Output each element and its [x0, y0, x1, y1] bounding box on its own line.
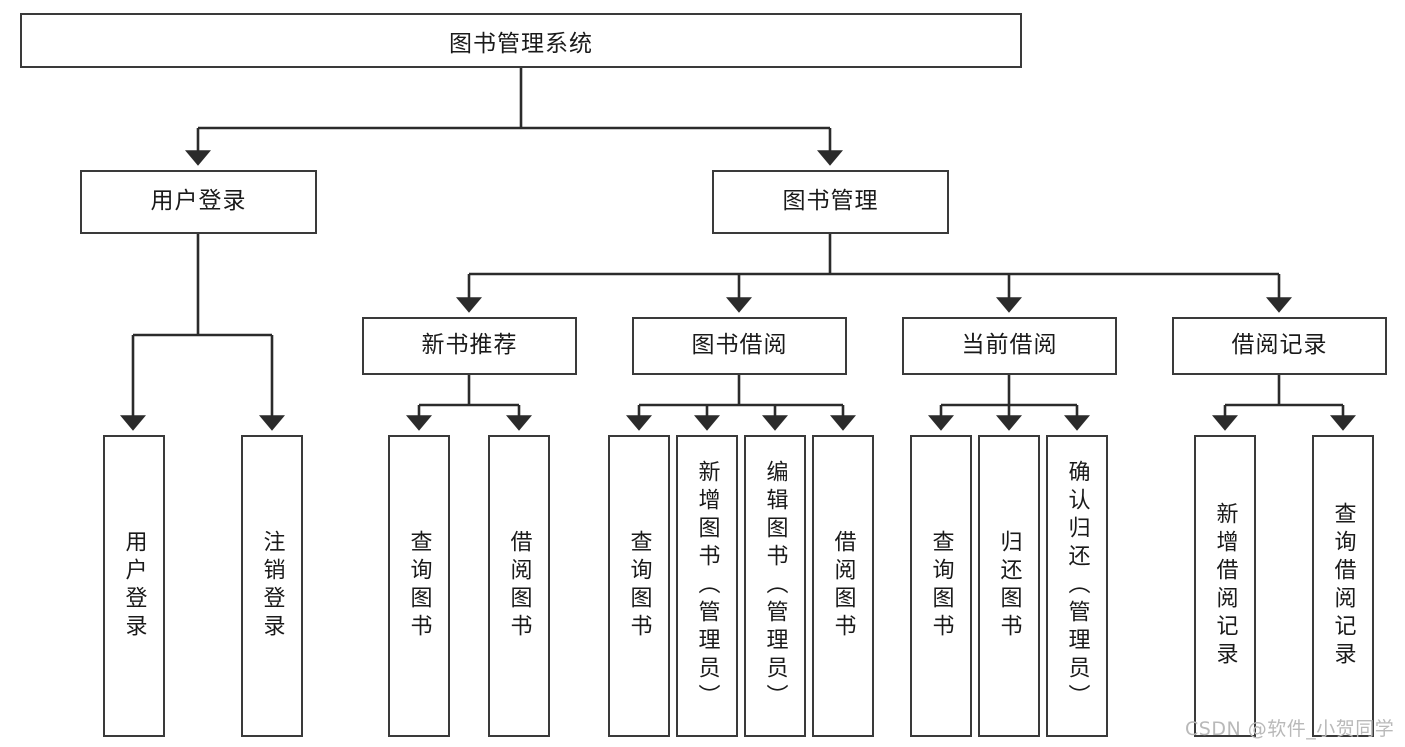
node-leaf-query-book-3-label: 查询图书: [928, 530, 954, 642]
node-leaf-query-book-1[interactable]: 查询图书: [388, 435, 450, 737]
node-leaf-query-book-2-label: 查询图书: [626, 530, 652, 642]
node-leaf-edit-book[interactable]: 编辑图书（管理员）: [744, 435, 806, 737]
node-leaf-return-book[interactable]: 归还图书: [978, 435, 1040, 737]
node-user-login-label: 用户登录: [150, 188, 247, 215]
node-book-manage-label: 图书管理: [782, 188, 879, 215]
node-leaf-add-record[interactable]: 新增借阅记录: [1194, 435, 1256, 737]
node-leaf-return-book-label: 归还图书: [996, 530, 1022, 642]
node-leaf-add-book[interactable]: 新增图书（管理员）: [676, 435, 738, 737]
watermark: CSDN @软件_小贺同学: [1185, 718, 1395, 740]
node-leaf-borrow-book-1[interactable]: 借阅图书: [488, 435, 550, 737]
node-leaf-borrow-book-2-label: 借阅图书: [830, 530, 856, 642]
node-leaf-user-logout[interactable]: 注销登录: [241, 435, 303, 737]
node-leaf-query-record[interactable]: 查询借阅记录: [1312, 435, 1374, 737]
node-book-manage[interactable]: 图书管理: [712, 170, 949, 234]
node-root-label: 图书管理系统: [449, 30, 593, 57]
node-leaf-user-login-label: 用户登录: [121, 530, 147, 642]
node-leaf-add-book-label: 新增图书（管理员）: [694, 460, 720, 712]
node-leaf-query-record-label: 查询借阅记录: [1330, 502, 1356, 670]
node-leaf-query-book-2[interactable]: 查询图书: [608, 435, 670, 737]
node-leaf-confirm-return[interactable]: 确认归还（管理员）: [1046, 435, 1108, 737]
node-new-book-recommend[interactable]: 新书推荐: [362, 317, 577, 375]
node-borrow-record[interactable]: 借阅记录: [1172, 317, 1387, 375]
node-user-login[interactable]: 用户登录: [80, 170, 317, 234]
node-leaf-borrow-book-1-label: 借阅图书: [506, 530, 532, 642]
node-leaf-query-book-1-label: 查询图书: [406, 530, 432, 642]
node-leaf-borrow-book-2[interactable]: 借阅图书: [812, 435, 874, 737]
node-book-borrow-label: 图书借阅: [691, 332, 788, 359]
node-leaf-add-record-label: 新增借阅记录: [1212, 502, 1238, 670]
node-leaf-query-book-3[interactable]: 查询图书: [910, 435, 972, 737]
node-root[interactable]: 图书管理系统: [20, 13, 1022, 68]
node-new-book-recommend-label: 新书推荐: [421, 332, 518, 359]
node-book-borrow[interactable]: 图书借阅: [632, 317, 847, 375]
node-borrow-record-label: 借阅记录: [1231, 332, 1328, 359]
node-leaf-user-login[interactable]: 用户登录: [103, 435, 165, 737]
node-leaf-confirm-return-label: 确认归还（管理员）: [1064, 460, 1090, 712]
node-leaf-user-logout-label: 注销登录: [259, 530, 285, 642]
node-current-borrow-label: 当前借阅: [961, 332, 1058, 359]
node-current-borrow[interactable]: 当前借阅: [902, 317, 1117, 375]
node-leaf-edit-book-label: 编辑图书（管理员）: [762, 460, 788, 712]
